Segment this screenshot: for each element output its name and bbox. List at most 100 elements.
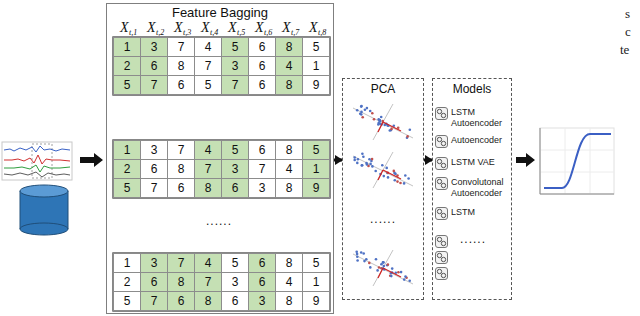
column-subscript: t,4 <box>210 28 218 37</box>
model-name: Autoencoder <box>451 135 511 146</box>
scatter-dot <box>396 180 399 183</box>
scatter-dot <box>361 153 364 156</box>
table-cell: 5 <box>194 75 222 95</box>
model-item: LSTM VAE <box>435 157 511 170</box>
table-cell: 9 <box>302 75 330 95</box>
table-cell: 6 <box>140 56 168 76</box>
table-cell: 1 <box>113 253 141 273</box>
table-cell: 6 <box>221 291 249 311</box>
icon-frame <box>436 252 448 264</box>
scatter-dot <box>356 259 359 262</box>
model-name: Convolutonal Autoencoder <box>451 177 511 199</box>
scatter-dot <box>394 173 397 176</box>
scatter-dot <box>400 271 403 274</box>
connector-arrow <box>334 159 342 162</box>
database-cylinder <box>20 185 68 235</box>
table-cell: 5 <box>113 291 141 311</box>
grid-line <box>540 150 614 151</box>
column-subscript: t,2 <box>156 28 164 37</box>
table-cell: 5 <box>113 75 141 95</box>
table-cell: 4 <box>194 37 222 57</box>
plot-axis <box>540 128 541 194</box>
column-symbol: X <box>228 20 237 36</box>
icon-gear <box>437 109 441 113</box>
scatter-dot <box>373 118 376 121</box>
cylinder-top <box>20 185 68 197</box>
table-cell: 8 <box>194 178 222 198</box>
principal-axis <box>383 122 401 131</box>
panel-title: Models <box>433 79 511 97</box>
table-cell: 7 <box>194 272 222 292</box>
scatter-dot <box>381 164 384 167</box>
table-cell: 6 <box>167 178 195 198</box>
icon-frame <box>436 136 448 148</box>
scatter-dot <box>379 119 382 122</box>
scatter-dot <box>404 275 407 278</box>
column-subscript: t,7 <box>291 28 299 37</box>
model-icon <box>435 251 448 264</box>
plot-frame <box>540 128 614 194</box>
model-icon <box>435 135 448 148</box>
table-cell: 5 <box>302 37 330 57</box>
scatter-dot <box>393 170 396 173</box>
table-cell: 4 <box>275 159 303 179</box>
table-cell: 7 <box>194 56 222 76</box>
signal-frame <box>2 142 72 180</box>
icon-gear <box>441 213 445 217</box>
stage-panel: ModelsLSTM AutoencoderAutoencoderLSTM VA… <box>432 78 512 300</box>
icon-gear <box>437 209 441 213</box>
cropped-text: c <box>625 24 631 39</box>
scatter-dot <box>362 252 365 255</box>
scatter-dot <box>353 159 356 162</box>
panel-title: PCA <box>343 79 423 97</box>
table-cell: 9 <box>302 291 330 311</box>
column-subscript: t,5 <box>237 28 245 37</box>
scatter-dot <box>380 116 383 119</box>
scatter-dot <box>360 111 363 114</box>
table-cell: 4 <box>275 56 303 76</box>
scatter-dot <box>356 162 359 165</box>
table-cell: 6 <box>221 178 249 198</box>
table-cell: 5 <box>221 140 249 160</box>
icon-frame <box>436 158 448 170</box>
ellipsis: ...... <box>370 212 396 226</box>
scatter-dot <box>360 105 363 108</box>
scatter-axis <box>353 254 413 284</box>
table-cell: 2 <box>113 272 141 292</box>
table-cell: 1 <box>302 272 330 292</box>
table-cell: 7 <box>221 75 249 95</box>
scatter-dot <box>368 158 371 161</box>
table-cell: 8 <box>275 178 303 198</box>
scatter-dot <box>366 163 369 166</box>
pca-scatter <box>353 250 413 286</box>
model-name: LSTM <box>451 207 511 218</box>
table-cell: 6 <box>248 75 276 95</box>
table-cell: 6 <box>248 56 276 76</box>
scatter-dot <box>371 112 374 115</box>
scatter-dot <box>356 109 359 112</box>
signal-thumbnail <box>2 142 72 180</box>
scatter-dot <box>356 253 359 256</box>
table-cell: 3 <box>221 159 249 179</box>
table-cell: 6 <box>167 75 195 95</box>
scatter-dot <box>408 279 411 282</box>
table-cell: 5 <box>302 253 330 273</box>
table-cell: 8 <box>275 37 303 57</box>
cropped-text: te <box>620 42 629 57</box>
table-cell: 6 <box>140 159 168 179</box>
scatter-dot <box>386 264 389 267</box>
scatter-dot <box>360 113 363 116</box>
model-icon <box>435 267 448 280</box>
principal-axis <box>378 122 383 132</box>
block-arrow <box>516 153 535 167</box>
model-icon <box>435 157 448 170</box>
ellipsis: ...... <box>206 214 232 228</box>
icon-gear <box>437 179 441 183</box>
table-cell: 5 <box>221 37 249 57</box>
icon-gear <box>441 241 445 245</box>
table-cell: 7 <box>194 159 222 179</box>
scatter-dot <box>394 179 397 182</box>
table-cell: 7 <box>248 159 276 179</box>
icon-frame <box>436 208 448 220</box>
pca-scatter <box>353 152 413 188</box>
